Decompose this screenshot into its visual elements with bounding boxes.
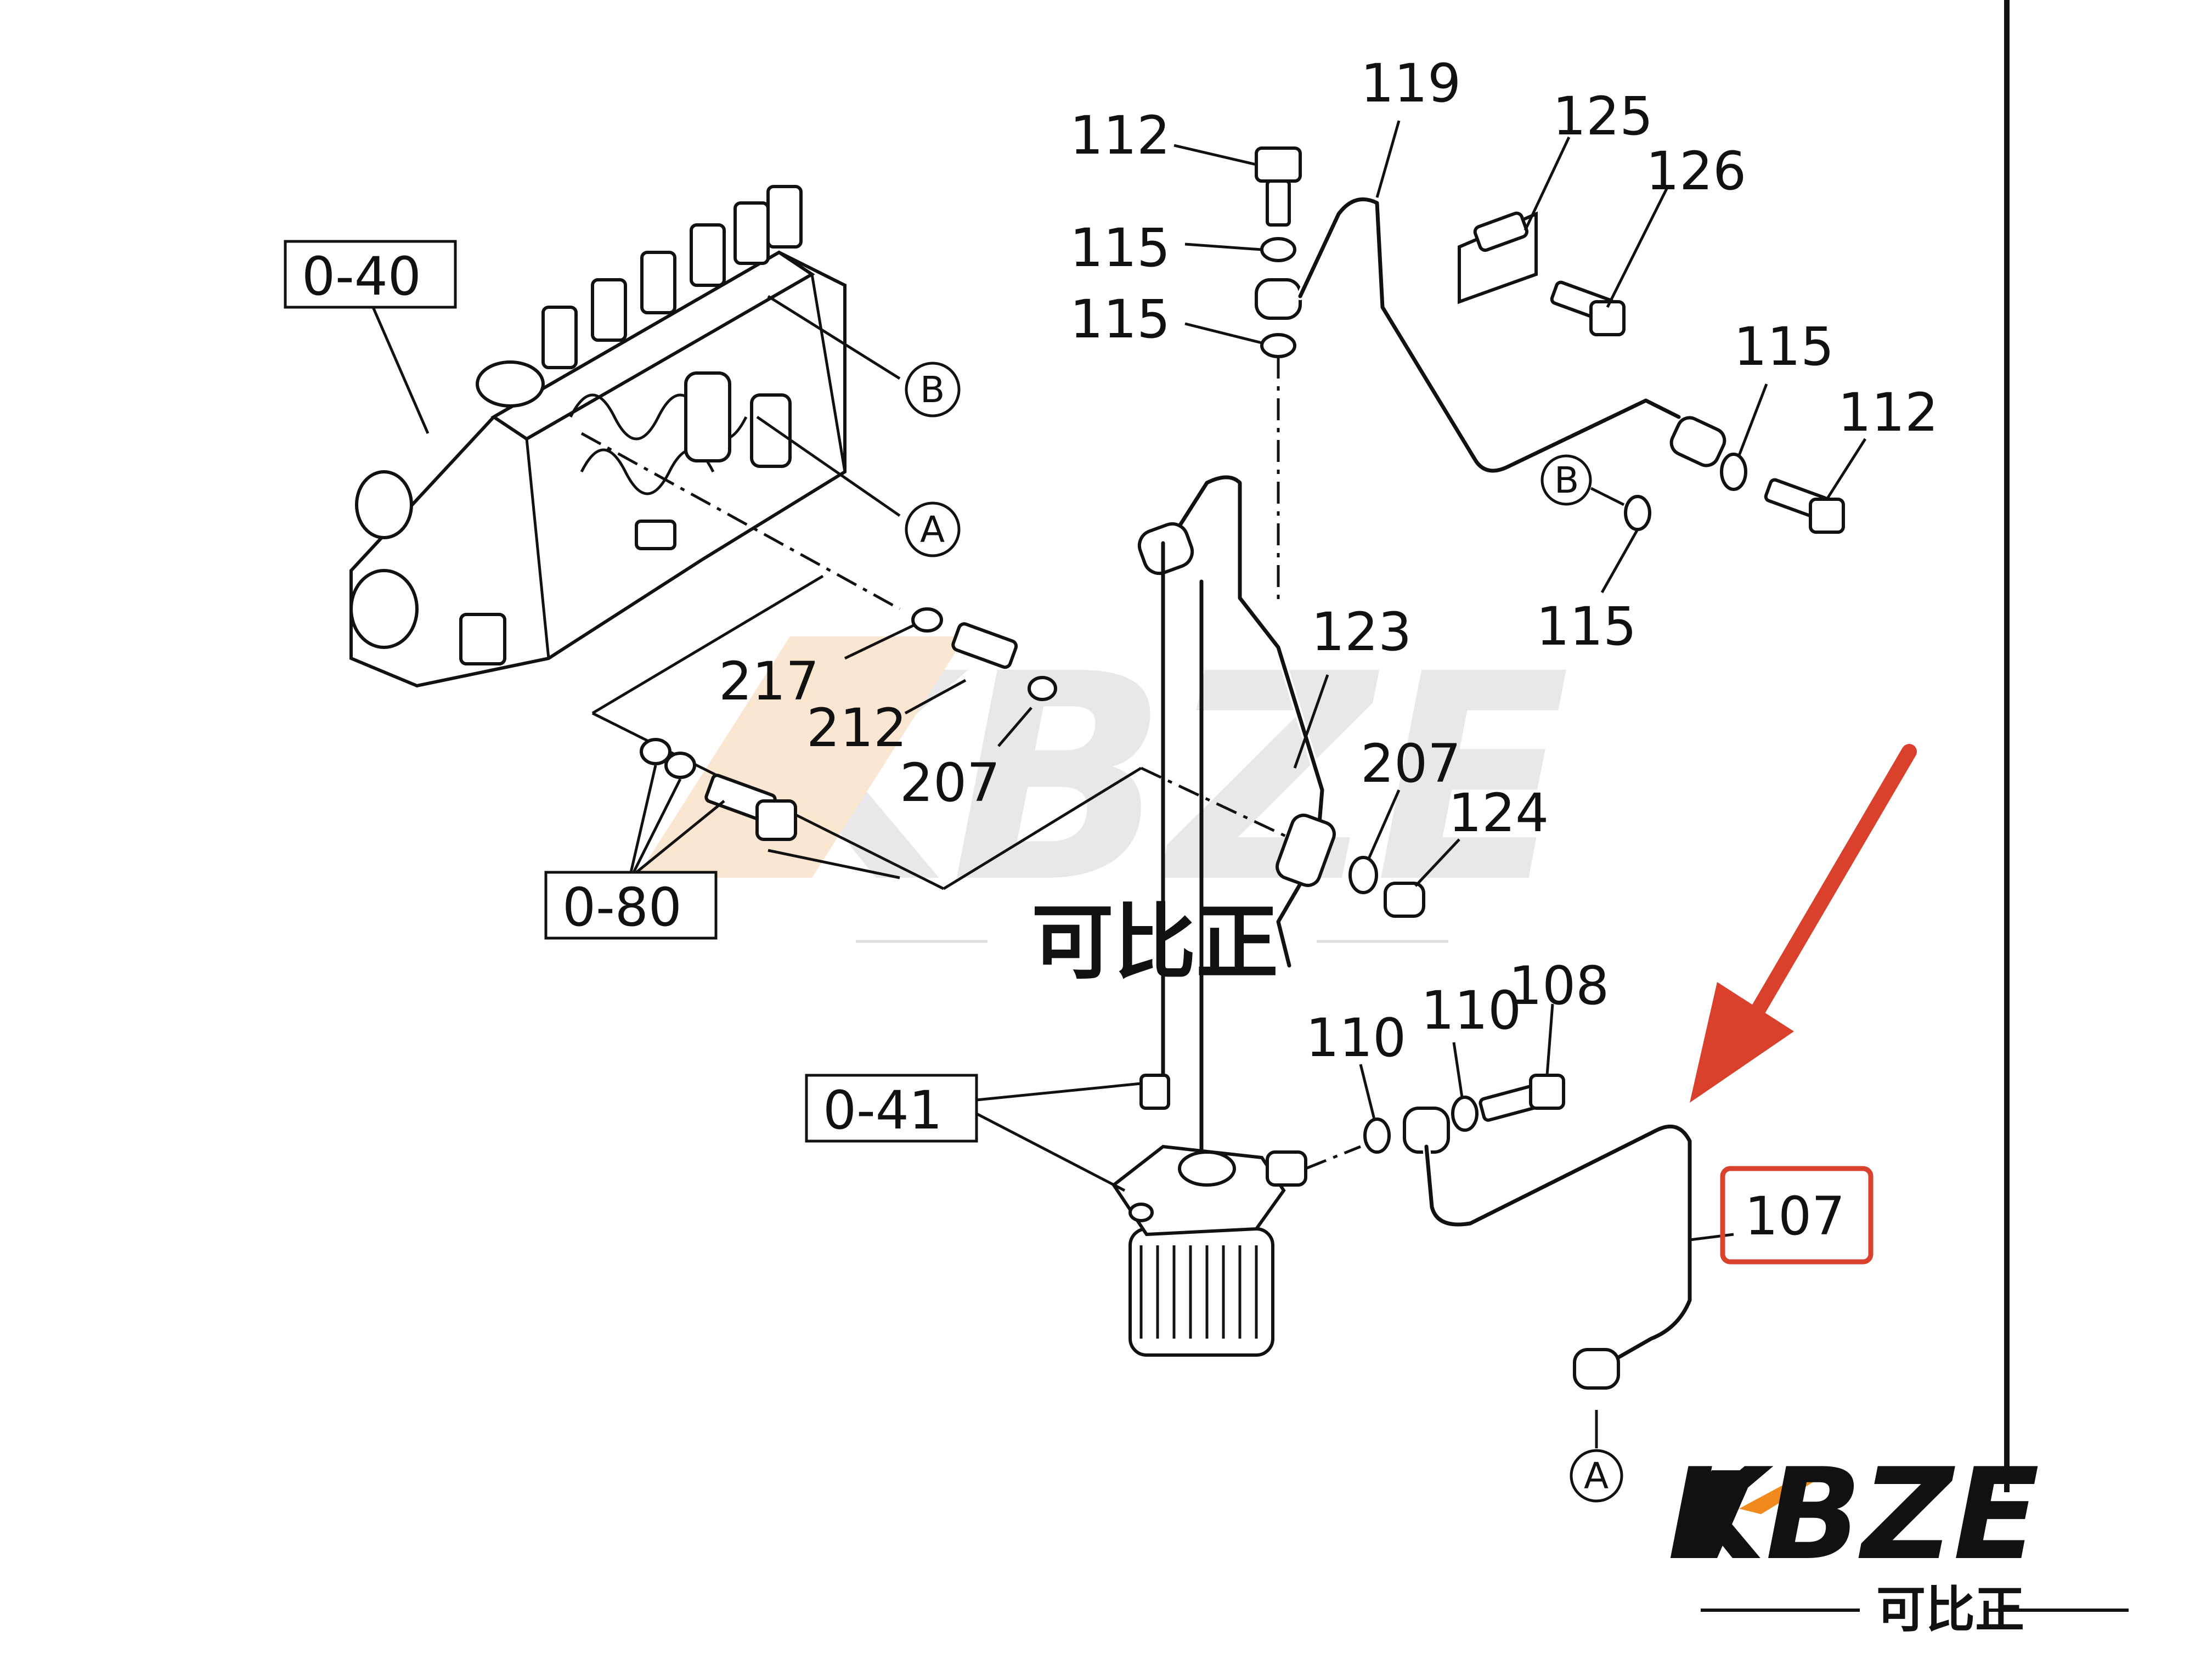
part-callout-callouts-10-text: 217 [719, 651, 819, 712]
washer-207 [1028, 676, 1057, 701]
part-callout-callouts-5-text: 115 [1070, 289, 1170, 350]
washer-217 [911, 607, 943, 633]
logo-subtext: 可比正 [1876, 1581, 2024, 1639]
part-callout-boxed_labels-2-text: 0-41 [823, 1080, 943, 1141]
bolt-112-top [1255, 146, 1302, 227]
watermark-subtext: 可比正 [1031, 895, 1278, 991]
part-callout-boxed_labels-0-text: 0-40 [302, 246, 421, 307]
ref-circle-a-bottom: A [1570, 1449, 1623, 1503]
fitting-212 [951, 622, 1018, 669]
ref-circle-b-pipe: B [1541, 454, 1592, 506]
part-callout-callouts-7-text: 112 [1838, 382, 1938, 443]
part-callout-callouts-1-text: 119 [1361, 53, 1461, 114]
part-callout-boxed_labels-1-text: 0-80 [562, 877, 682, 938]
part-callout-callouts-9-text: 123 [1311, 601, 1412, 663]
highlight-107[interactable]: 107 [1689, 1166, 1874, 1265]
bolt-108 [1479, 1074, 1565, 1122]
brand-logo: KBZE 可比正 [1668, 1442, 2129, 1639]
clamp-125 [1458, 211, 1538, 304]
logo-accent [1739, 1470, 1832, 1514]
fuel-filter [1111, 1074, 1307, 1357]
part-callout-refs-2-text: B [1554, 459, 1579, 501]
ref-box-0-41: 0-41 [805, 1074, 1142, 1192]
ref-box-0-80: 0-80 [544, 871, 718, 940]
part-callout-callouts-12-text: 207 [900, 752, 1000, 814]
ref-box-0-40: 0-40 [284, 240, 457, 434]
part-callout-callouts-17-text: 108 [1509, 955, 1609, 1017]
part-callout-callouts-2-text: 125 [1553, 86, 1653, 147]
bolt-126 [1550, 280, 1626, 336]
part-callout-callouts-8-text: 115 [1536, 596, 1637, 657]
logo-text: KBZE [1668, 1442, 2039, 1588]
part-callout-callouts-3-text: 126 [1646, 140, 1746, 202]
part-callout-callouts-4-text: 115 [1070, 217, 1170, 279]
part-callout-callouts-11-text: 212 [806, 697, 907, 759]
watermark: KBZE 可比正 [636, 613, 1570, 991]
part-callout-refs-0-text: B [920, 369, 945, 411]
part-callout-callouts-14-text: 124 [1448, 782, 1549, 844]
part-callout-callouts-6-text: 115 [1734, 316, 1834, 377]
part-callout-callouts-15-text: 110 [1306, 1007, 1406, 1069]
bolt-112-right [1764, 478, 1845, 534]
part-callout-callouts-0-text: 112 [1070, 105, 1170, 166]
part-callout-callouts-16-text: 110 [1421, 980, 1521, 1041]
ref-circle-a-pump: A [905, 501, 961, 557]
part-callout-refs-1-text: A [920, 509, 945, 551]
watermark-accent [636, 636, 966, 878]
part-callout-callouts-13-text: 207 [1361, 733, 1461, 794]
part-callout-refs-3-text: A [1584, 1455, 1609, 1497]
highlight-label: 107 [1745, 1186, 1845, 1247]
injection-pump [349, 185, 847, 688]
highlight-box [1720, 1166, 1874, 1265]
red-arrow-icon [1690, 744, 1917, 1103]
ref-circle-b-pump: B [905, 362, 961, 417]
